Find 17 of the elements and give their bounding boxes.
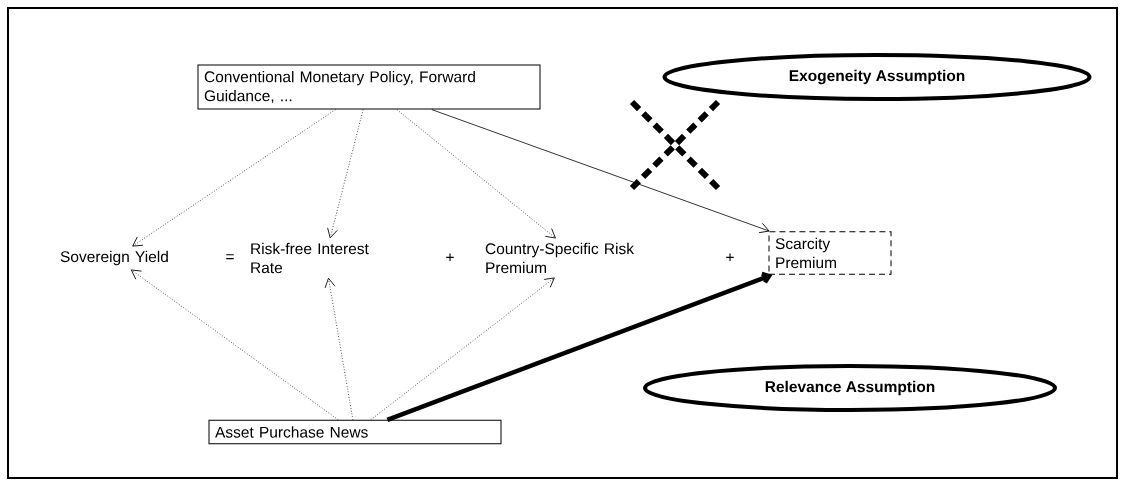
- process-box: Conventional Monetary Policy, Forward Guidance, ...: [197, 64, 541, 110]
- arrow: [431, 109, 770, 234]
- arrow: [370, 277, 555, 421]
- formula-term: Risk-free Interest Rate: [251, 242, 369, 274]
- arrow: [131, 269, 339, 421]
- operator-sign: =: [226, 254, 234, 260]
- arrow: [396, 109, 556, 239]
- arrow: [132, 109, 336, 247]
- arrow: [327, 109, 364, 239]
- formula-term: Sovereign Yield: [60, 250, 168, 266]
- operator-sign: +: [726, 253, 734, 262]
- dashed-box: Scarcity Premium: [768, 231, 892, 275]
- process-box: Asset Purchase News: [208, 419, 502, 445]
- arrow: [386, 271, 773, 422]
- formula-term: Country-Specific Risk Premium: [485, 242, 634, 274]
- arrow: [324, 277, 354, 421]
- operator-sign: +: [446, 253, 454, 262]
